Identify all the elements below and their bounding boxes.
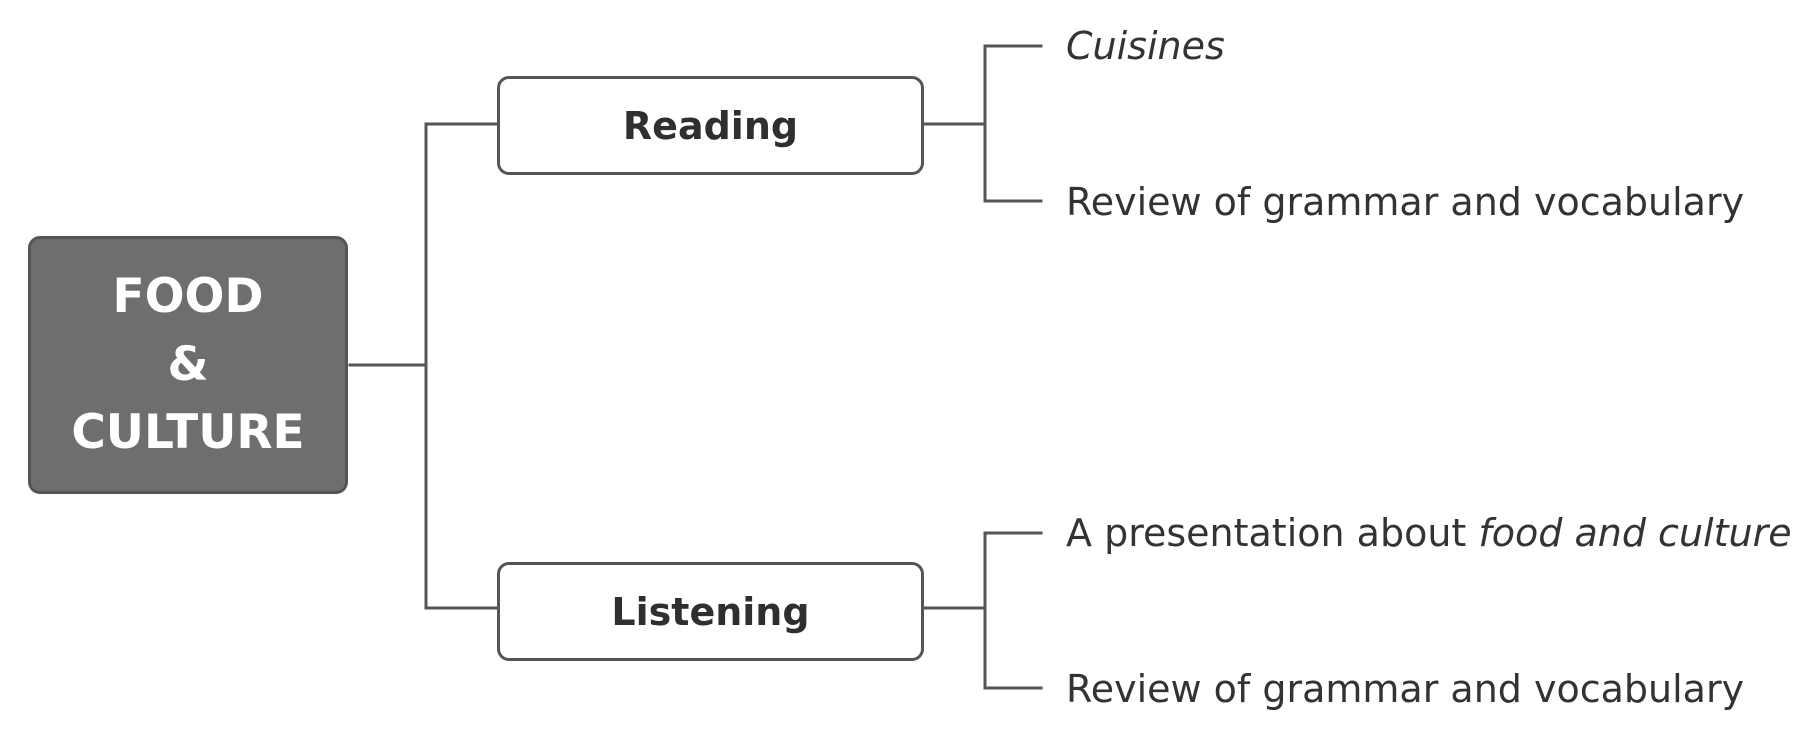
leaf-reading-review-text: Review of grammar and vocabulary xyxy=(1066,180,1745,224)
leaf-presentation[interactable]: A presentation about food and culture xyxy=(1066,508,1792,558)
root-line-3: CULTURE xyxy=(71,405,305,460)
branch-node-reading[interactable]: Reading xyxy=(497,76,924,175)
leaf-cuisines-text: Cuisines xyxy=(1066,24,1225,68)
leaf-presentation-text: A presentation about xyxy=(1066,511,1479,555)
leaf-presentation-emphasis: food and culture xyxy=(1478,511,1792,555)
root-node[interactable]: FOOD & CULTURE xyxy=(28,236,348,494)
leaf-listening-review[interactable]: Review of grammar and vocabulary xyxy=(1066,664,1744,714)
leaf-listening-review-text: Review of grammar and vocabulary xyxy=(1066,667,1745,711)
root-line-2: & xyxy=(167,337,209,392)
root-line-1: FOOD xyxy=(112,269,264,324)
leaf-cuisines[interactable]: Cuisines xyxy=(1066,21,1225,71)
leaf-reading-review[interactable]: Review of grammar and vocabulary xyxy=(1066,177,1744,227)
branch-node-listening[interactable]: Listening xyxy=(497,562,924,661)
branch-label-listening: Listening xyxy=(611,589,810,634)
branch-label-reading: Reading xyxy=(622,103,799,148)
